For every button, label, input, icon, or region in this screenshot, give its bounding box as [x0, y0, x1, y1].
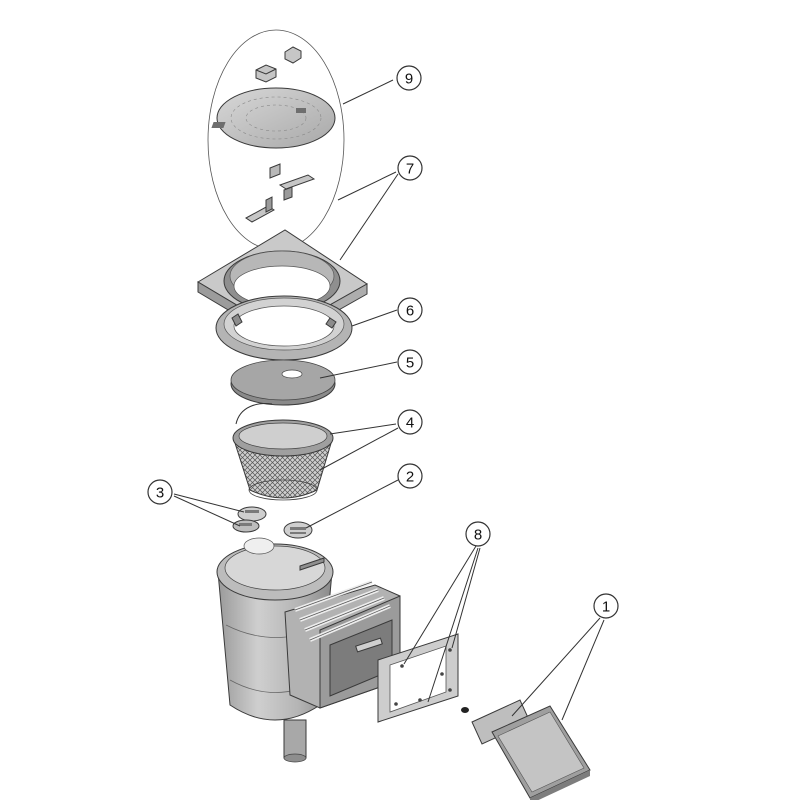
part-5-disc	[230, 359, 336, 406]
callout-8-label: 8	[474, 527, 482, 544]
cover-clip-right	[284, 46, 302, 64]
leader-5	[319, 361, 398, 379]
part-6-ring	[215, 295, 353, 361]
leader-1a	[511, 617, 601, 717]
callout-5: 5	[397, 349, 423, 375]
leader-1b	[561, 619, 605, 721]
part-2-cap	[283, 521, 313, 539]
leader-6	[351, 309, 398, 327]
leader-2	[305, 479, 399, 529]
callout-7-label: 7	[406, 161, 414, 178]
cover-latch-parts	[245, 163, 316, 223]
callout-2-label: 2	[406, 469, 414, 486]
cover-clip-left	[255, 64, 277, 83]
callout-8: 8	[465, 521, 491, 547]
part-3-caps	[232, 506, 267, 533]
callout-3-label: 3	[156, 485, 164, 502]
leader-3a	[173, 493, 245, 513]
callout-7: 7	[397, 155, 423, 181]
leader-4b	[319, 427, 399, 471]
part-4-basket	[232, 403, 334, 501]
callout-2: 2	[397, 463, 423, 489]
leader-3b	[173, 495, 241, 527]
leader-9	[342, 79, 394, 105]
callout-4: 4	[397, 409, 423, 435]
leader-8c	[451, 547, 481, 649]
part-1-weir	[471, 699, 591, 800]
callout-9: 9	[396, 65, 422, 91]
leader-7b	[339, 173, 399, 261]
leader-4a	[329, 423, 397, 435]
skimmer-mouth	[284, 580, 401, 709]
leader-8b	[427, 547, 479, 703]
callout-1: 1	[593, 593, 619, 619]
callout-5-label: 5	[406, 355, 414, 372]
part-9-cover-assembly	[207, 29, 345, 251]
callout-6: 6	[397, 297, 423, 323]
callout-1-label: 1	[602, 599, 610, 616]
leader-lines	[173, 79, 605, 721]
callout-6-label: 6	[406, 303, 414, 320]
leader-7a	[337, 171, 397, 201]
leader-8a	[403, 545, 477, 665]
part-8-faceplate	[377, 633, 459, 723]
drain-plug	[461, 707, 469, 713]
callout-9-label: 9	[405, 71, 413, 88]
callout-4-label: 4	[406, 415, 414, 432]
callout-3: 3	[147, 479, 173, 505]
cover-disc	[211, 87, 336, 149]
